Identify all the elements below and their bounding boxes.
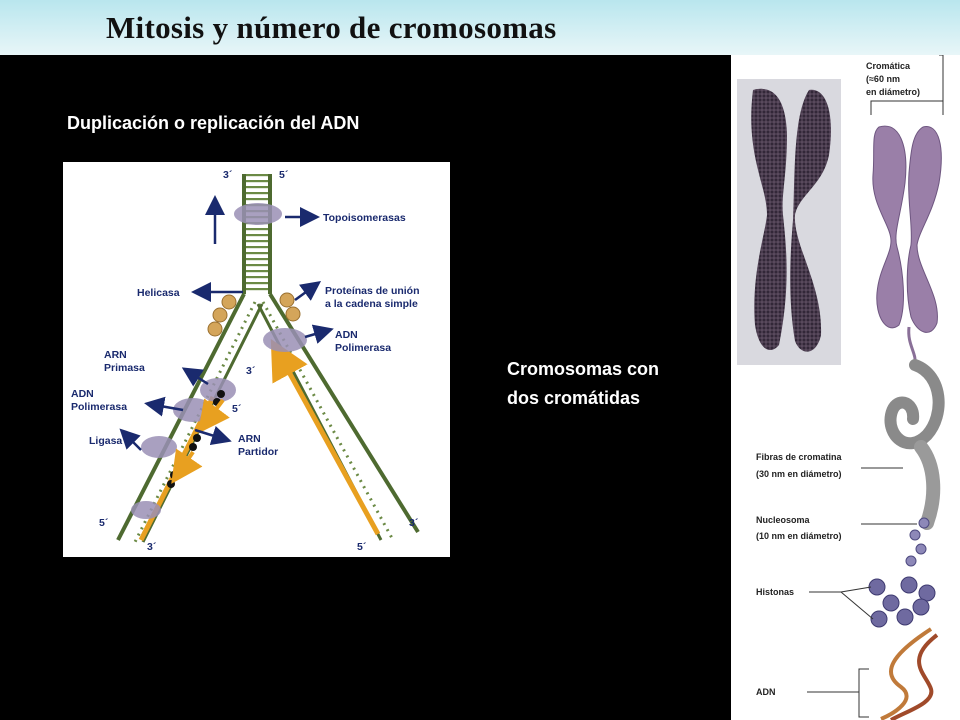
replication-fork-diagram: 3´ 5´ Topoisomerasas Helicasa Proteínas …: [63, 162, 450, 557]
label-cromatica-2: (≈60 nm: [866, 74, 900, 84]
label-top-3: 3´: [223, 169, 233, 181]
chromatid-caption: Cromosomas con dos cromátidas: [507, 355, 659, 413]
adn-polimerasa-right-blob: [263, 328, 307, 352]
chromosome-structure-svg: Cromática (≈60 nm en diámetro) Fibras de…: [737, 55, 945, 720]
label-histonas: Histonas: [756, 587, 794, 597]
label-adn-pol-left-1: ADN: [71, 388, 94, 400]
label-topoisomerasas: Topoisomerasas: [323, 212, 406, 224]
nucleosome-beads: [905, 517, 930, 567]
label-mid-5-left: 5´: [232, 403, 242, 415]
label-top-5: 5´: [279, 169, 289, 181]
okazaki-arrow-1: [197, 398, 230, 434]
parent-dna-ladder: [242, 174, 272, 294]
label-adn: ADN: [756, 687, 776, 697]
label-bottom-right-5: 5´: [357, 541, 367, 553]
histone-spheres: [868, 576, 936, 628]
label-proteinas-2: a la cadena simple: [325, 298, 418, 310]
label-fibras-1: Fibras de cromatina: [756, 452, 843, 462]
label-adn-pol-right-2: Polimerasa: [335, 342, 391, 354]
ssb-proteins: [207, 292, 301, 337]
label-adn-pol-left-2: Polimerasa: [71, 401, 127, 413]
chromosome-structure-diagram: Cromática (≈60 nm en diámetro) Fibras de…: [731, 55, 960, 720]
label-ligasa: Ligasa: [89, 435, 122, 447]
label-fibras-2: (30 nm en diámetro): [756, 469, 842, 479]
label-arn-primasa-1: ARN: [104, 349, 127, 361]
label-nucleosoma-1: Nucleosoma: [756, 515, 811, 525]
label-mid-3-right: 3´: [246, 365, 256, 377]
pointer-arrows: [119, 195, 334, 451]
caption-line-1: Cromosomas con: [507, 359, 660, 379]
label-cromatica-3: en diámetro): [866, 87, 920, 97]
label-arn-primasa-2: Primasa: [104, 362, 145, 374]
label-adn-pol-right-1: ADN: [335, 329, 358, 341]
chromatin-fiber-coil: [884, 326, 945, 530]
slide-title: Mitosis y número de cromosomas: [106, 10, 557, 45]
label-bottom-left-3: 3´: [147, 541, 157, 553]
stained-chromosome: [872, 125, 942, 333]
end-blob: [131, 501, 161, 519]
label-arn-partidor-1: ARN: [238, 433, 261, 445]
replication-fork-svg: 3´ 5´ Topoisomerasas Helicasa Proteínas …: [71, 169, 420, 553]
chromosome-micrograph: [737, 79, 841, 365]
okazaki-arrow-2: [171, 448, 203, 484]
label-bottom-right-3: 3´: [409, 517, 419, 529]
label-nucleosoma-2: (10 nm en diámetro): [756, 531, 842, 541]
ligasa-blob: [141, 436, 177, 458]
label-arn-partidor-2: Partidor: [238, 446, 278, 458]
caption-line-2: dos cromátidas: [507, 388, 641, 408]
label-cromatica-1: Cromática: [866, 61, 911, 71]
dna-double-helix: [880, 627, 939, 720]
label-proteinas-1: Proteínas de unión: [325, 285, 420, 297]
section-subtitle: Duplicación o replicación del ADN: [67, 113, 360, 133]
leader-lines: [807, 55, 944, 718]
primasa-blob: [200, 378, 236, 402]
topoisomerase-blob: [234, 203, 282, 225]
label-helicasa: Helicasa: [137, 287, 180, 299]
label-bottom-left-5: 5´: [99, 517, 109, 529]
title-bar: [0, 0, 960, 55]
